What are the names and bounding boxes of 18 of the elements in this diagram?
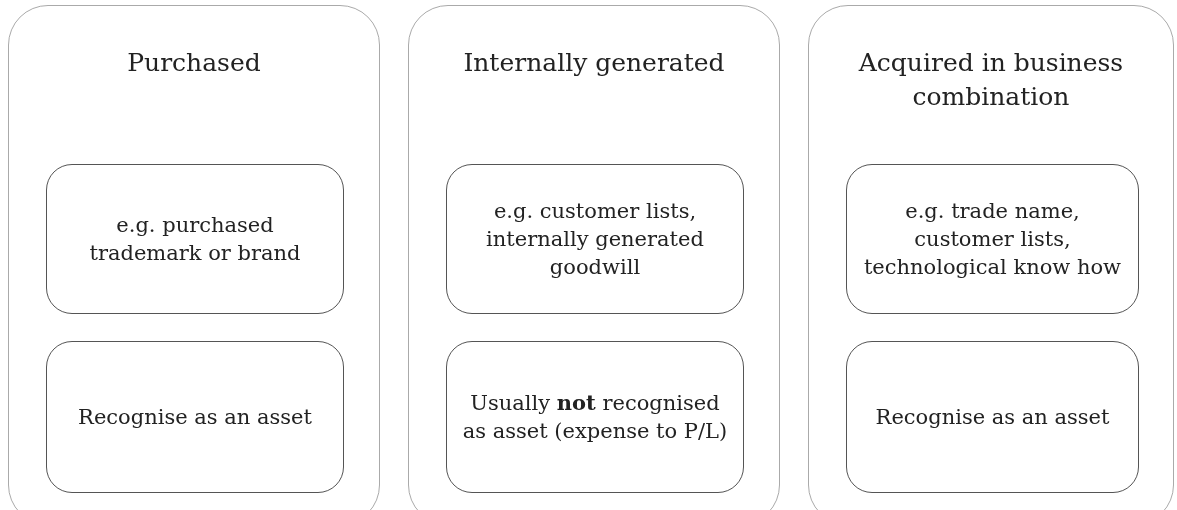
- category-panel: [808, 5, 1174, 510]
- text-box: [446, 341, 744, 493]
- text-box: [846, 341, 1139, 493]
- box-text: e.g. customer lists, internally generated goodwill: [485, 198, 705, 281]
- panel-heading: Internally generated: [462, 47, 726, 79]
- panel-heading: Purchased: [126, 47, 262, 79]
- text-box: [446, 164, 744, 314]
- panel-heading: Acquired in business combination: [857, 47, 1125, 113]
- box-text: e.g. purchased trademark or brand: [88, 212, 302, 267]
- box-text: Usually not recognised as asset (expense to P/L): [461, 389, 729, 445]
- category-panel: [408, 5, 780, 510]
- text-box: [46, 164, 344, 314]
- box-text: e.g. trade name, customer lists, technological know how: [862, 198, 1123, 281]
- category-panel: [8, 5, 380, 510]
- box-text: Recognise as an asset: [874, 404, 1111, 431]
- text-box: [846, 164, 1139, 314]
- box-text: Recognise as an asset: [77, 404, 313, 431]
- text-box: [46, 341, 344, 493]
